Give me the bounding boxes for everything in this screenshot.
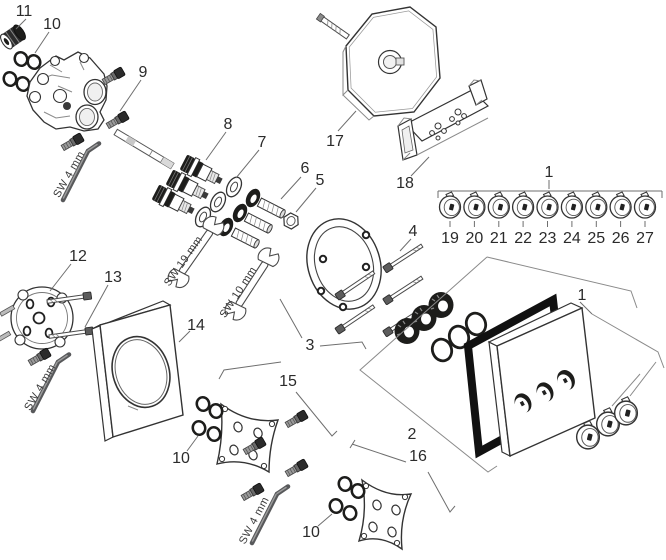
part-11-label: 11	[16, 3, 33, 20]
handle-adapters	[393, 291, 455, 345]
allen-key-left-label: SW 4 mm	[22, 362, 58, 413]
part-2-trim-group	[359, 256, 638, 473]
part-14-escutcheon	[91, 300, 184, 442]
part-1-trim-label: 1	[578, 287, 587, 304]
handle-number: 26	[612, 230, 630, 247]
part-9-pin	[113, 128, 175, 170]
handle-numbers: 19 20 21 22 23 24 25 26 27	[441, 230, 654, 247]
part-12-label: 12	[69, 248, 87, 265]
part-16-label: 16	[409, 448, 427, 465]
part-13-screws	[0, 291, 95, 343]
part-6-label: 6	[301, 160, 310, 177]
handle-ticks	[449, 221, 646, 227]
part-10-top-label: 10	[43, 16, 61, 33]
part-8-label: 8	[224, 116, 233, 133]
valve-body	[26, 51, 108, 132]
part-18-bracket	[397, 79, 489, 161]
part-5-label: 5	[316, 172, 325, 189]
leader-lines	[15, 18, 430, 527]
part-2-label: 2	[408, 426, 417, 443]
part-3-ring	[279, 218, 382, 350]
part-10-bottom-label: 10	[302, 524, 320, 541]
handle-knobs	[438, 191, 657, 219]
handle-number: 19	[441, 230, 459, 247]
part-12-flange	[0, 286, 95, 350]
handle-number: 27	[636, 230, 654, 247]
part-5-nut	[283, 212, 299, 230]
part-18-label: 18	[396, 175, 414, 192]
handle-number: 25	[587, 230, 605, 247]
part-17-screw	[315, 12, 350, 40]
part-1-handle-set-label: 1	[545, 164, 554, 181]
part-10-orings-bottom	[327, 474, 367, 523]
handle-number: 23	[539, 230, 557, 247]
part-14-label: 14	[187, 317, 205, 334]
part-15-label: 15	[279, 373, 297, 390]
part-10-orings-mid	[190, 394, 225, 444]
part-17-label: 17	[326, 133, 344, 150]
part-17-octagon-plate	[315, 6, 441, 121]
part-15-bracket-plate	[190, 361, 338, 479]
handle-number: 24	[563, 230, 581, 247]
part-7-label: 7	[258, 134, 267, 151]
part-10-mid-label: 10	[172, 450, 190, 467]
trim-plate	[487, 302, 596, 458]
part-13-label: 13	[104, 269, 122, 286]
handle-number: 21	[490, 230, 508, 247]
part-16-bracket-plate	[327, 439, 456, 551]
orings-mid	[430, 311, 488, 363]
handle-number: 20	[466, 230, 484, 247]
part-3-label: 3	[306, 337, 315, 354]
part-1-trim-knobs	[575, 301, 665, 450]
part-1-handle-set: 1 19 20 21 22 23 24 25 26 27	[437, 164, 663, 247]
handle-number: 22	[514, 230, 532, 247]
part-4-label: 4	[409, 223, 418, 240]
part-9-label: 9	[139, 64, 148, 81]
trim-plate-buttons	[514, 370, 575, 414]
part-number-labels: 11 10 9 8 7 6 5 17 18 4 3 2 1 12 13 14 1…	[16, 3, 587, 541]
part-11-bushing	[0, 24, 26, 50]
